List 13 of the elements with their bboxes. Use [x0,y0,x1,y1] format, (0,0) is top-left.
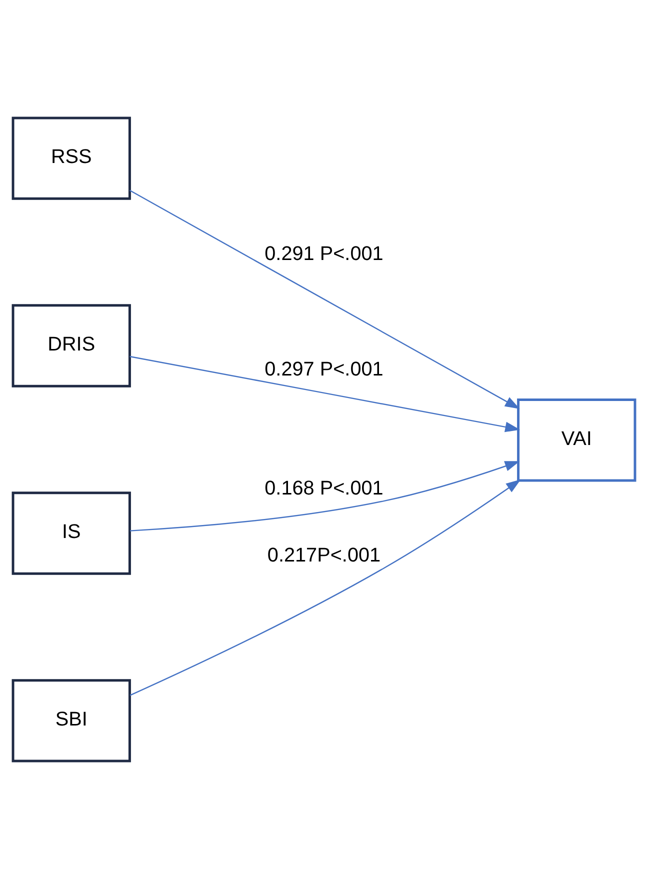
edge-label: 0.217P<.001 [267,544,381,567]
arrow [130,356,520,432]
node-box: IS [12,492,131,575]
edge-label: 0.297 P<.001 [264,358,384,380]
node-box: RSS [12,116,131,200]
node-box: VAI [517,398,636,482]
arrow [130,461,520,532]
node-box: SBI [12,679,131,762]
arrow [129,190,520,410]
edge-label: 0.291 P<.001 [264,242,384,265]
arrow [130,479,521,696]
node-box: DRIS [12,304,131,388]
edge-label: 0.168 P<.001 [264,477,384,500]
